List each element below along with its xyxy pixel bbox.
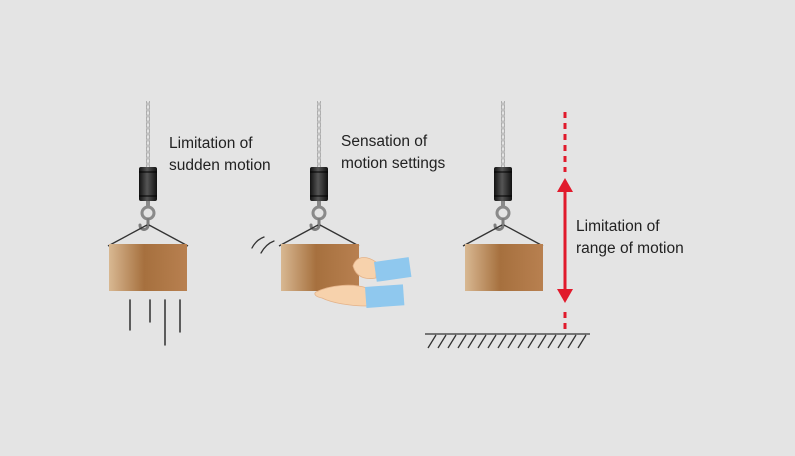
ground-hatch (517, 334, 527, 349)
hoist-icon (461, 99, 545, 248)
label-sudden-motion: Limitation of sudden motion (169, 135, 271, 174)
ground-icon (425, 333, 590, 349)
ground-hatch (577, 334, 587, 349)
motion-lines-icon (251, 236, 275, 254)
falling-lines-icon (129, 299, 181, 346)
panel-motion-settings (251, 99, 412, 308)
ground-hatch (527, 334, 537, 349)
ground-hatch (437, 334, 447, 349)
ground-hatch (447, 334, 457, 349)
panel-sudden-motion (106, 99, 190, 346)
range-arrow-icon (557, 112, 573, 334)
ground-hatch (487, 334, 497, 349)
ground-hatch (427, 334, 437, 349)
ground-hatch (537, 334, 547, 349)
ground-hatch (557, 334, 567, 349)
ground-hatch (477, 334, 487, 349)
ground-hatch (507, 334, 517, 349)
ground-hatch (547, 334, 557, 349)
box-icon (281, 244, 359, 291)
box-icon (109, 244, 187, 291)
hands-icon (314, 257, 412, 308)
ground-hatch (567, 334, 577, 349)
label-motion-settings: Sensation of motion settings (341, 133, 446, 172)
label-range-of-motion: Limitation of range of motion (576, 218, 684, 257)
panel-range-of-motion (425, 99, 590, 349)
ground-hatch (457, 334, 467, 349)
box-icon (465, 244, 543, 291)
ground-hatch (467, 334, 477, 349)
ground-hatch (497, 334, 507, 349)
